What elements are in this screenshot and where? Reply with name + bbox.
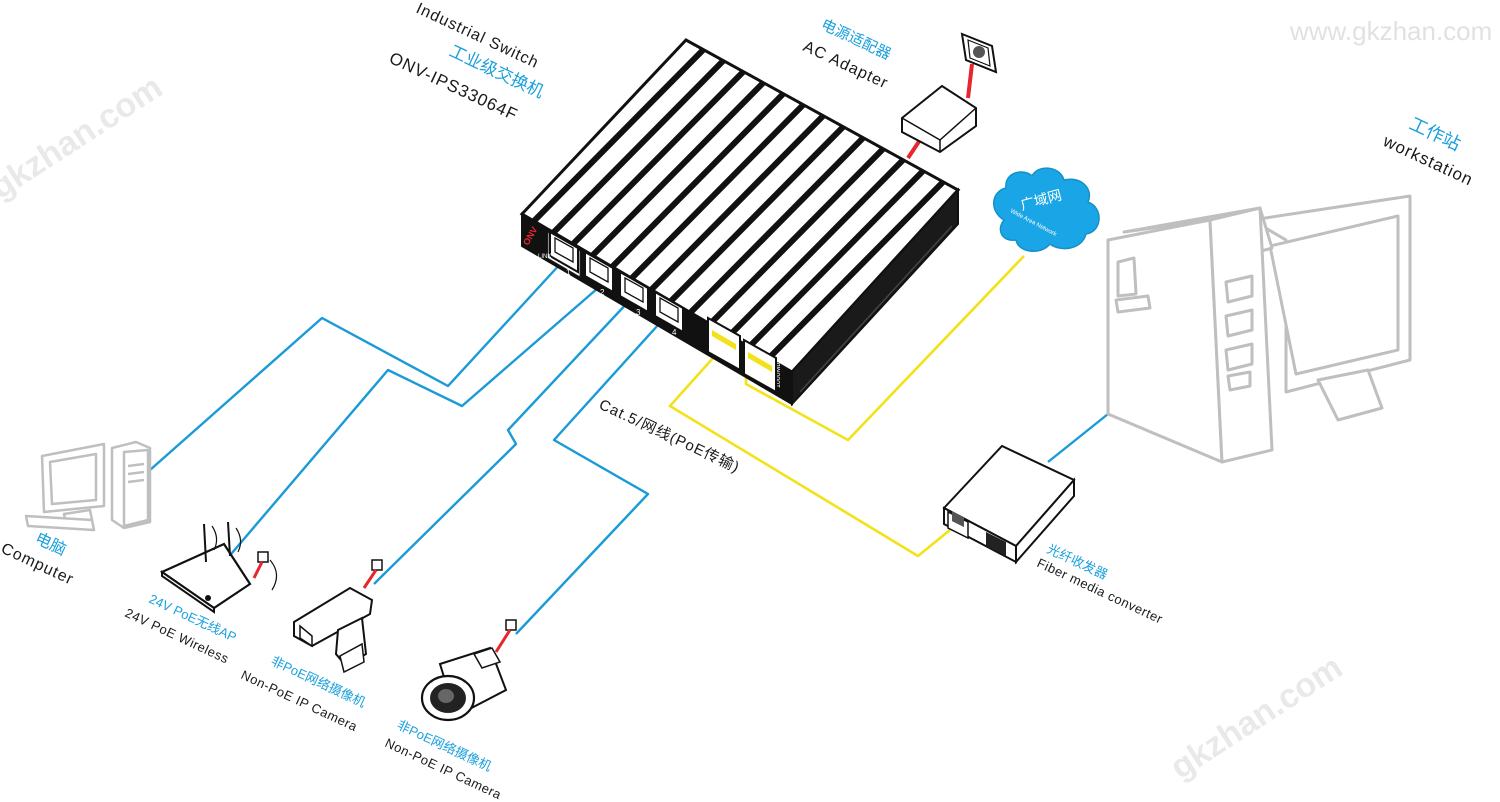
ip-camera-2 [420, 619, 517, 722]
cable-fiber-converter [668, 347, 951, 558]
port-number-1: 1 [566, 268, 571, 277]
fiber-converter-label: 光纤收发器 Fiber media converter [1035, 541, 1166, 627]
switch-label: Industrial Switch 工业级交换机 ONV-IPS33064F [386, 0, 546, 124]
switch-led-label: LINK [538, 254, 551, 260]
port-number-4: 4 [672, 328, 677, 337]
svg-text:gkzhan.com: gkzhan.com [0, 68, 169, 207]
switch-side-label: 1000Mbps [775, 355, 782, 388]
cable-camera2 [515, 313, 669, 635]
svg-text:gkzhan.com: gkzhan.com [1164, 648, 1349, 787]
svg-text:www.gkzhan.com: www.gkzhan.com [1289, 16, 1492, 46]
lan-cables [149, 261, 1109, 635]
ip-camera-1 [293, 559, 383, 674]
computer [24, 440, 152, 532]
workstation-label: 工作站 workstation [1379, 113, 1476, 189]
wireless-ap [159, 521, 278, 614]
wan-cloud: 广域网 Wide Area Network [993, 167, 1100, 252]
cable-camera1 [373, 299, 631, 585]
port-number-2: 2 [600, 288, 605, 297]
port-number-3: 3 [636, 308, 641, 317]
adapter-label: 电源适配器 AC Adapter [800, 16, 893, 92]
fiber-media-converter [942, 444, 1076, 565]
workstation [1106, 194, 1412, 464]
computer-label: 电脑 Computer [0, 529, 76, 588]
cable-workstation [1047, 413, 1109, 463]
cable-ap [225, 287, 599, 561]
cable-computer [149, 261, 563, 471]
industrial-switch: 1000Mbps 1 2 3 4 LINK [519, 38, 961, 407]
power-cable [906, 63, 974, 160]
ac-adapter [901, 32, 998, 154]
camera2-label: 非PoE网络摄像机 Non-PoE IP Camera [383, 717, 504, 802]
